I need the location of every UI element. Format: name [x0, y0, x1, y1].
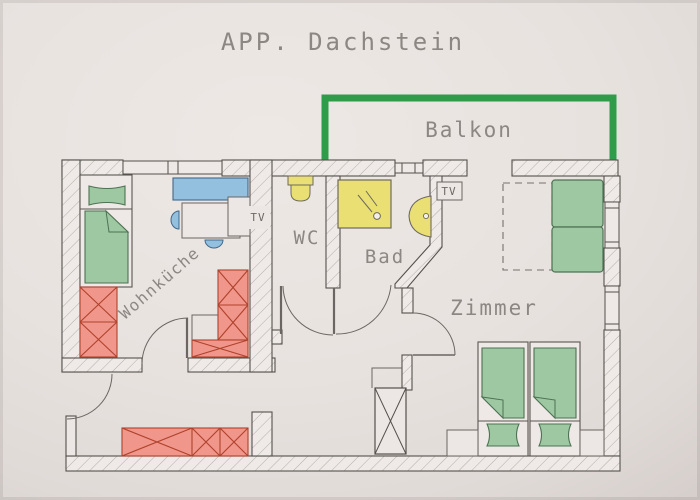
wall-hall-bedroom-upper	[401, 287, 414, 314]
tv-living-label: TV	[250, 211, 265, 224]
toilet-tank	[287, 175, 314, 186]
wall-top-bath	[422, 159, 468, 177]
bedroom-door-arc	[412, 312, 456, 356]
shaft-ledge	[371, 367, 402, 388]
bath-sink	[408, 195, 432, 238]
single-bed-pillow	[88, 185, 126, 206]
kitchen-door-arc	[141, 317, 189, 365]
corridor-wardrobe	[121, 427, 249, 457]
balcony-railing	[321, 94, 617, 161]
wall-bottom	[65, 455, 621, 472]
wall-pier-ne	[603, 175, 621, 203]
nightstand-right	[579, 429, 605, 457]
twin-bed-pillow-left	[486, 423, 520, 447]
windows	[122, 160, 620, 331]
window-kitchen	[122, 160, 223, 175]
bathroom-fixtures: WC Bad	[287, 175, 432, 268]
doors	[66, 284, 456, 420]
bath-door-arc	[335, 284, 392, 335]
balcony-label: Balkon	[425, 118, 513, 142]
shower-drain	[373, 212, 381, 220]
wall-kitchen-bottom-left	[61, 357, 143, 373]
wall-wc-door-jamb	[271, 329, 283, 345]
wall-hall-bedroom-lower	[401, 354, 413, 391]
bedroom-sofa-cushion-bottom	[551, 226, 604, 273]
wc-door-arc	[282, 285, 334, 336]
window-bath-balcony	[394, 162, 424, 174]
shower-glass-lines	[357, 190, 378, 213]
shower-tray	[337, 179, 392, 229]
tv-label-bg	[246, 206, 270, 229]
entry-door-arc	[66, 373, 113, 420]
toilet-bowl	[290, 184, 311, 202]
twin-beds	[477, 341, 581, 457]
bedroom-label: Zimmer	[450, 296, 538, 320]
bath-label: Bad	[365, 246, 405, 268]
nightstand-left	[446, 429, 479, 457]
kitchen-sofa	[172, 177, 249, 201]
chair-bottom	[204, 239, 224, 249]
twin-bed-fold-left	[480, 396, 504, 420]
single-bed-blanket-fold	[105, 209, 130, 233]
twin-bed-fold-right	[532, 396, 556, 420]
wall-kitchen-wc	[249, 159, 273, 373]
bedroom-furniture: TV Zimmer	[436, 179, 605, 457]
wall-pier-east	[603, 247, 621, 287]
twin-bed-pillow-right	[538, 423, 572, 447]
window-bedroom-lower	[604, 285, 620, 331]
shaft-x-mark	[374, 387, 407, 455]
wall-top-bedroom	[511, 159, 619, 177]
wall-left	[61, 159, 81, 373]
sink-faucet	[422, 212, 430, 220]
chair-left	[170, 210, 180, 230]
wc-label: WC	[294, 227, 321, 249]
plan-title: APP. Dachstein	[221, 28, 465, 56]
dashed-table-outline	[502, 182, 553, 271]
wall-top-mid	[221, 159, 396, 177]
wall-east-lower	[603, 329, 621, 457]
kitchen-cabinets	[79, 269, 249, 457]
bedroom-sofa-cushion-top	[551, 179, 604, 228]
tv-bedroom-label: TV	[441, 185, 456, 198]
window-bedroom-upper	[604, 201, 620, 249]
tv-cabinet-bedroom	[436, 181, 463, 201]
wall-entry-thin	[65, 415, 77, 457]
wall-corridor-pier	[251, 411, 273, 457]
